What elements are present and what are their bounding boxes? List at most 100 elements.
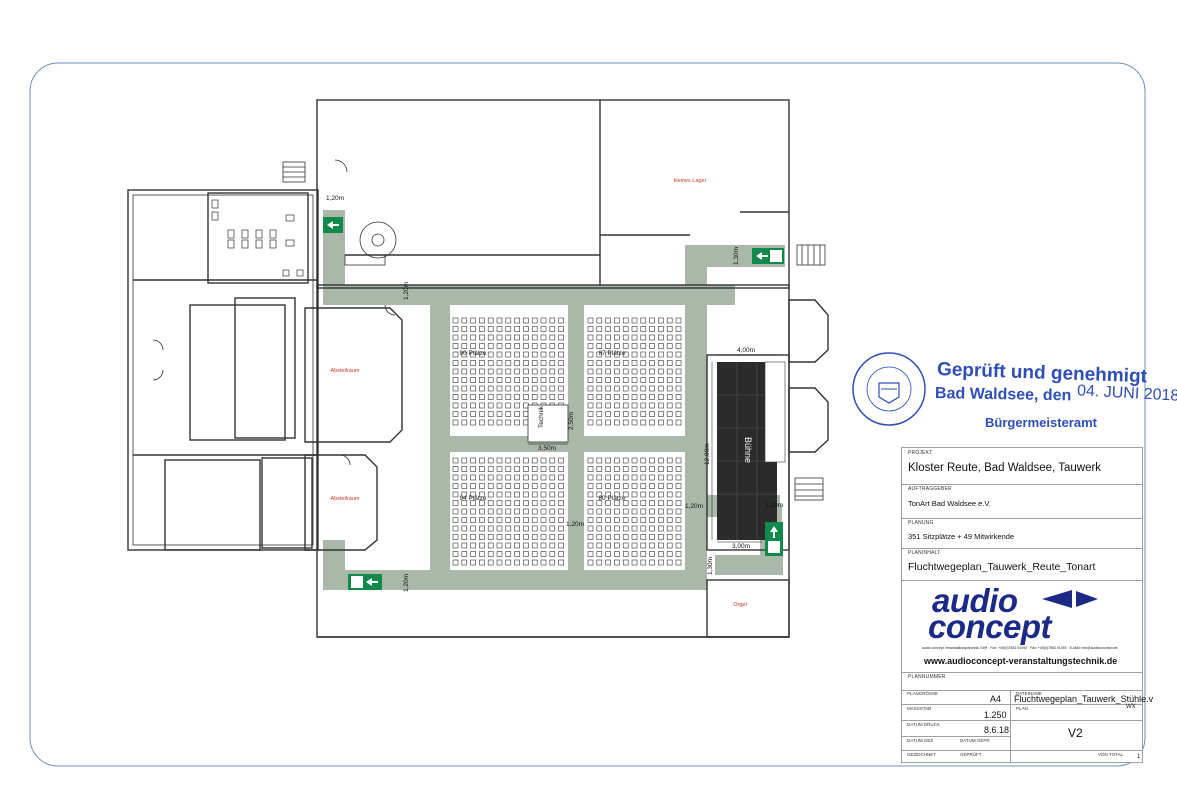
chair-icon [505,334,512,341]
chair-icon [531,377,538,383]
chair-icon [505,491,512,498]
dimension-label: 4,00m [737,347,755,354]
chair-icon [649,317,655,324]
chair-icon [649,551,655,557]
chair-icon [452,534,459,540]
chair-icon [675,491,682,498]
chair-icon [596,500,603,506]
chair-icon [658,411,664,417]
chair-icon [558,317,564,324]
chair-icon [505,419,512,426]
chair-icon [558,559,564,566]
chair-icon [487,402,494,409]
chair-icon [675,542,682,549]
chair-icon [666,394,673,400]
chair-icon [622,534,629,540]
chair-icon [523,525,529,532]
chair-icon [487,517,494,523]
chair-icon [649,525,655,532]
chair-icon [549,317,556,324]
chair-icon [649,534,655,540]
chair-icon [587,457,594,464]
chair-icon [640,360,647,366]
chair-icon [514,385,520,392]
chair-icon [487,411,494,417]
chair-icon [487,368,494,375]
chair-icon [649,559,655,566]
chair-icon [596,317,603,324]
chair-icon [505,551,512,557]
chair-icon [514,326,520,332]
chair-icon [614,483,620,489]
chair-icon [540,334,547,341]
chair-icon [622,394,629,400]
chair-icon [666,508,673,515]
chair-icon [649,334,655,341]
chair-icon [649,419,655,426]
chair-icon [549,534,556,540]
company-website: www.audioconcept-veranstaltungstechnik.d… [924,656,1118,666]
chair-icon [487,474,494,481]
chair-icon [675,326,682,332]
chair-icon [631,394,638,400]
chair-icon [479,385,485,392]
chair-icon [496,411,503,417]
chair-icon [461,351,468,358]
chair-icon [666,360,673,366]
dimension-label: 1,20m [403,574,410,592]
chair-icon [531,368,538,375]
chair-icon [452,360,459,366]
chair-icon [531,508,538,515]
field-key: AUFTRAGGEBER [908,486,952,492]
audio-concept-logo: audio concept audio concept Veranstaltun… [902,580,1142,673]
plan-content: Fluchtwegeplan_Tauwerk_Reute_Tonart [908,561,1096,573]
chair-icon [649,394,655,400]
chair-icon [605,491,611,498]
chair-icon [531,551,538,557]
chair-icon [487,483,494,489]
chair-icon [631,500,638,506]
chair-icon [479,343,485,349]
chair-icon [540,559,547,566]
chair-icon [461,474,468,481]
planning-summary: 351 Sitzplätze + 49 Mitwirkende [908,532,1015,541]
chair-icon [505,508,512,515]
chair-icon [605,500,611,506]
chair-icon [675,368,682,375]
chair-icon [658,559,664,566]
chair-icon [514,474,520,481]
chair-icon [558,483,564,489]
chair-icon [487,525,494,532]
chair-icon [479,483,485,489]
chair-icon [614,360,620,366]
chair-icon [675,317,682,324]
chair-icon [614,525,620,532]
chair-icon [587,360,594,366]
chair-icon [505,466,512,472]
chair-icon [596,368,603,375]
chair-icon [614,508,620,515]
chair-icon [487,385,494,392]
chair-icon [523,360,529,366]
seat-count-block-bottom-right: 80 Plätze [598,495,625,502]
chair-icon [614,534,620,540]
approval-stamp: Geprüft und genehmigt Bad Waldsee, den 0… [845,345,1177,445]
room-label-kleines-lager: kleines Lager [674,178,707,184]
chair-icon [631,385,638,392]
logo-word-concept: concept [928,608,1052,645]
chair-icon [666,517,673,523]
chair-icon [479,525,485,532]
chair-icon [631,534,638,540]
chair-icon [461,411,468,417]
chair-icon [614,334,620,341]
chair-icon [631,525,638,532]
chair-icon [470,517,476,523]
chair-icon [614,385,620,392]
chair-icon [558,466,564,472]
field-key: GEZEICHNET [907,752,937,757]
chair-icon [540,551,547,557]
chair-icon [523,394,529,400]
chair-icon [523,508,529,515]
chair-icon [658,334,664,341]
chair-icon [479,326,485,332]
